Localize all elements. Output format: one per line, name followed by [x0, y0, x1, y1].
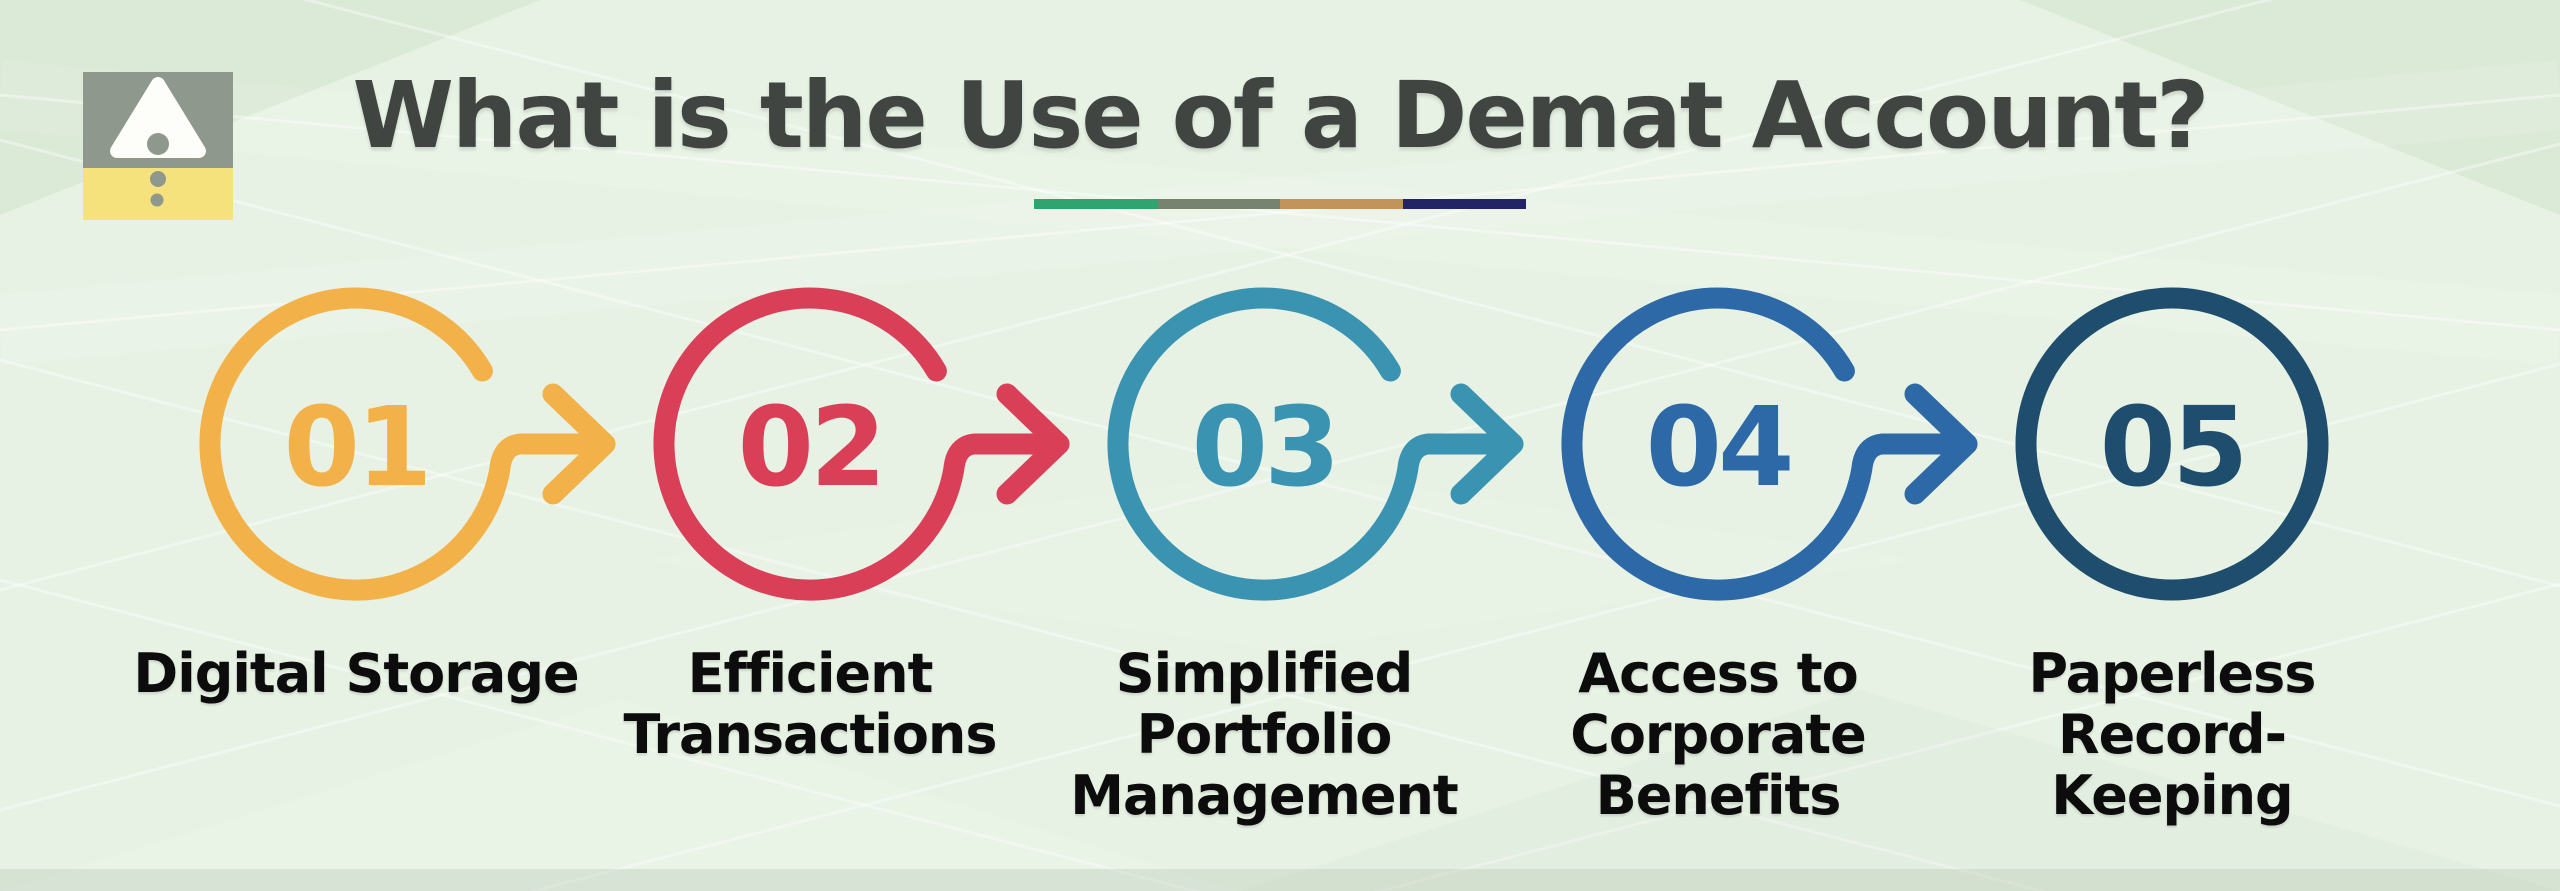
logo-dot-2	[150, 171, 166, 187]
step-number: 04	[1645, 383, 1790, 511]
open-circle-stroke	[199, 287, 616, 601]
step-icon-wrap: 03	[1037, 287, 1524, 601]
page-title: What is the Use of a Demat Account?	[352, 62, 2209, 169]
step-number: 02	[737, 383, 882, 511]
divider-segment-4	[1403, 199, 1526, 209]
logo-dot-1	[147, 133, 169, 155]
divider-segment-1	[1034, 199, 1157, 209]
open-circle-stroke	[1107, 287, 1524, 601]
step-icon-wrap: 02	[583, 287, 1070, 601]
logo-dot-3	[150, 193, 164, 207]
step-icon-wrap: 01	[129, 287, 616, 601]
arrowhead-stroke	[542, 383, 616, 505]
step-icon-wrap: 04	[1491, 287, 1978, 601]
divider-segment-2	[1157, 199, 1280, 209]
open-circle-stroke	[653, 287, 1070, 601]
step-label: Access to Corporate Benefits	[1570, 642, 1867, 827]
step-label: Simplified Portfolio Management	[1070, 642, 1458, 827]
arrowhead-stroke	[996, 383, 1070, 505]
step-label: Digital Storage	[133, 642, 579, 705]
brand-logo	[83, 72, 233, 220]
step-label: Efficient Transactions	[623, 642, 997, 766]
step-label: Paperless Record-Keeping	[2028, 642, 2317, 827]
title-divider	[1034, 199, 1526, 209]
divider-segment-3	[1280, 199, 1403, 209]
step-number: 03	[1191, 383, 1336, 511]
circle-arrow-icon: 02	[653, 287, 1070, 601]
step-number: 01	[283, 383, 428, 511]
circle-arrow-icon: 04	[1561, 287, 1978, 601]
circle-arrow-icon: 03	[1107, 287, 1524, 601]
logo-triangle	[117, 84, 199, 151]
arrowhead-stroke	[1450, 383, 1524, 505]
circle-arrow-icon: 01	[199, 287, 616, 601]
step-number: 05	[2099, 383, 2244, 511]
open-circle-stroke	[1561, 287, 1978, 601]
closed-circle-stroke	[2015, 287, 2329, 601]
step-icon-wrap: 05	[1945, 287, 2399, 601]
arrowhead-stroke	[1904, 383, 1978, 505]
pyramid-exclamation-icon	[83, 72, 233, 220]
circle-icon: 05	[2015, 287, 2329, 601]
